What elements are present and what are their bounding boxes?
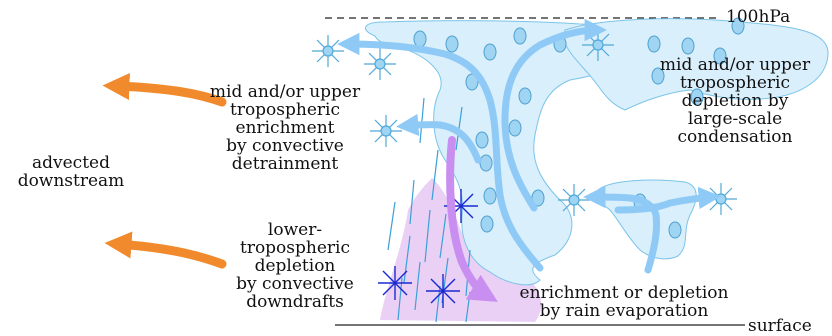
upper-depletion-label: mid and/or upper tropospheric depletion …: [638, 56, 832, 146]
droplet: [484, 44, 496, 60]
droplet: [514, 28, 526, 44]
snow-crystal: [378, 266, 412, 300]
droplet: [519, 88, 531, 104]
lower-depletion-label: lower- tropospheric depletion by convect…: [220, 221, 370, 311]
droplet: [446, 36, 458, 52]
rain-line: [420, 98, 424, 143]
snow-crystal: [426, 274, 460, 308]
advected-label: advected downstream: [5, 154, 137, 190]
droplet: [476, 132, 488, 148]
droplet: [481, 216, 493, 232]
ice-crystal: [364, 48, 396, 80]
surface-label: surface: [748, 317, 812, 335]
droplet: [509, 120, 521, 136]
droplet: [480, 155, 492, 171]
droplet: [648, 36, 660, 52]
rain-evaporation-label: enrichment or depletion by rain evaporat…: [494, 284, 754, 320]
droplet: [682, 38, 694, 54]
small-cloud: [596, 180, 696, 259]
enrichment-label: mid and/or upper tropospheric enrichment…: [200, 83, 370, 173]
ice-crystal: [370, 115, 402, 147]
top-level-label: 100hPa: [726, 8, 790, 26]
droplet: [484, 188, 496, 204]
droplet: [414, 31, 426, 47]
droplet: [669, 222, 681, 238]
advection-arrow-lower: [118, 244, 222, 264]
rain-line: [388, 202, 395, 250]
ice-crystal: [312, 35, 344, 67]
